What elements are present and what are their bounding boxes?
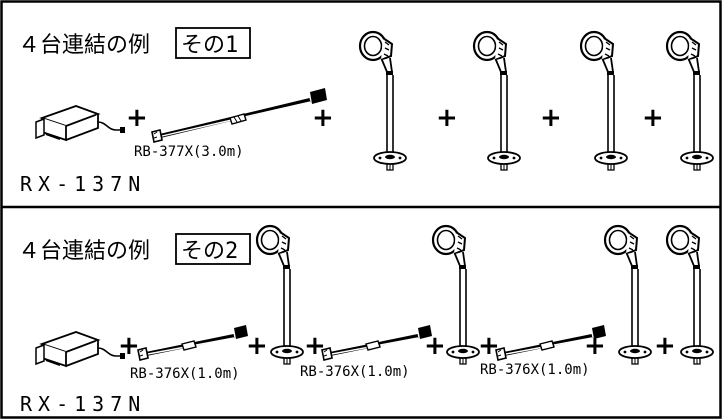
example-1-cable-label: RB-377X(3.0m) — [134, 144, 244, 160]
plus-icon: + — [654, 331, 676, 361]
example-2-cable-label-3: RB-376X(1.0m) — [480, 362, 590, 378]
plus-icon: + — [312, 103, 334, 133]
example-1-badge: その1 — [181, 33, 238, 58]
plus-icon: + — [642, 103, 664, 133]
plus-icon: + — [436, 103, 458, 133]
spotlight-icon — [603, 224, 653, 366]
plus-icon: + — [584, 331, 606, 361]
example-1-badge-box — [175, 27, 251, 59]
plus-icon: + — [478, 331, 500, 361]
plus-icon: + — [118, 331, 140, 361]
cable-icon — [150, 86, 329, 144]
spotlight-icon — [358, 30, 408, 172]
cable-icon — [136, 323, 250, 362]
plus-icon: + — [126, 103, 148, 133]
spotlight-icon — [665, 30, 715, 172]
example-1-title: ４台連結の例 — [18, 33, 150, 58]
spotlight-icon — [472, 30, 522, 172]
spotlight-icon — [579, 30, 629, 172]
example-2-badge: その2 — [181, 239, 238, 264]
example-2-badge-box — [175, 233, 251, 265]
power-unit-icon — [35, 331, 126, 367]
example-2-title: ４台連結の例 — [18, 239, 150, 264]
example-2-cable-label-2: RB-376X(1.0m) — [300, 364, 410, 380]
power-unit-icon — [35, 105, 126, 141]
example-2: ４台連結の例 その2 RX-137N + RB-376X(1.0m) + + R… — [18, 224, 715, 416]
example-1-power-unit-label: RX-137N — [20, 172, 146, 196]
example-2-power-unit-label: RX-137N — [20, 392, 146, 416]
cable-icon — [320, 323, 434, 362]
plus-icon: + — [246, 331, 268, 361]
plus-icon: + — [540, 103, 562, 133]
plus-icon: + — [424, 331, 446, 361]
example-2-cable-label-1: RB-376X(1.0m) — [130, 366, 240, 382]
example-1: ４台連結の例 その1 RX-137N + RB-377X(3.0m) + + +… — [18, 27, 715, 196]
plus-icon: + — [304, 331, 326, 361]
